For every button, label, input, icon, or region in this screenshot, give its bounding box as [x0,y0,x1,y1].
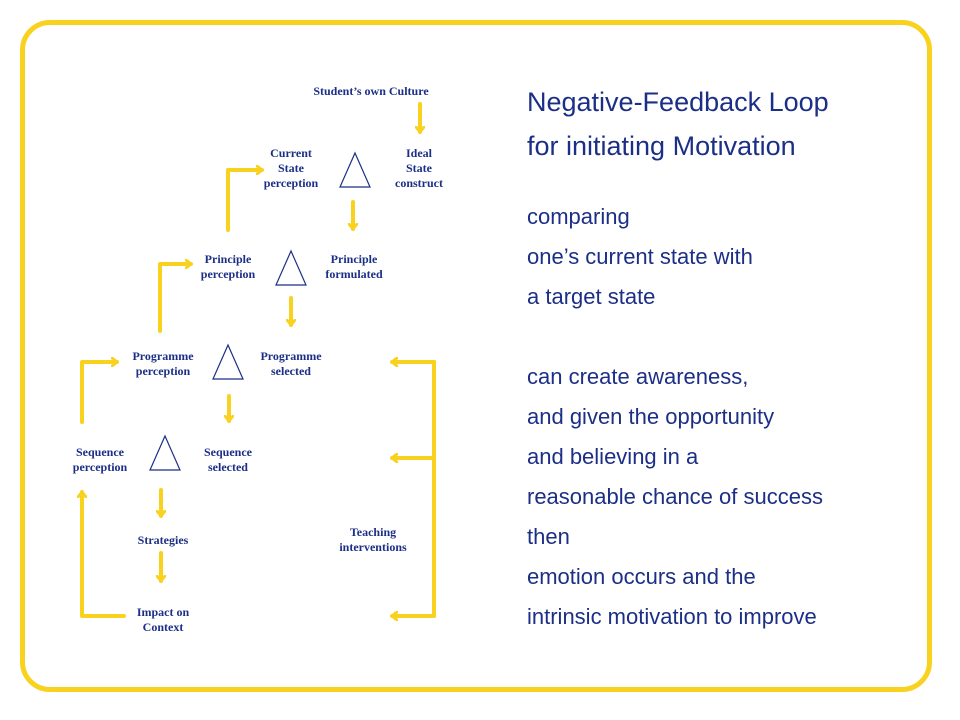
arrow-principle-to-current-state [226,170,264,232]
label-teaching-interventions: Teaching interventions [339,525,407,554]
title-line-2: for initiating Motivation [527,131,796,161]
label-students-own-culture: Student’s own Culture [313,84,429,98]
body-line-spacer [527,317,823,357]
body-line: emotion occurs and the [527,564,756,589]
title-line-1: Negative-Feedback Loop [527,87,829,117]
comparison-triangle-principle [275,249,307,286]
body-line: and believing in a [527,444,699,469]
label-sequence-selected: Sequence selected [204,445,252,474]
body-line: intrinsic motivation to improve [527,604,817,629]
arrow-sequence-to-programme-perception [80,362,119,424]
label-principle-formulated: Principle formulated [325,252,383,281]
comparison-triangle-state [339,151,371,188]
body-line: one’s current state with [527,244,753,269]
label-ideal-state-construct: Ideal State construct [395,146,443,190]
label-strategies: Strategies [137,533,189,547]
label-programme-selected: Programme selected [260,349,322,378]
body-line: and given the opportunity [527,404,775,429]
label-programme-perception: Programme perception [132,349,194,378]
body-line: can create awareness, [527,364,749,389]
body-line: a target state [527,284,656,309]
comparison-triangle-sequence [149,434,181,471]
label-current-state-perception: Current State perception [263,146,319,190]
label-sequence-perception: Sequence perception [72,445,128,474]
body-line: comparing [527,204,630,229]
body-line: then [527,524,570,549]
comparison-triangle-programme [212,343,244,380]
slide-frame [20,20,932,692]
slide-body-text: comparing one’s current state with a tar… [527,197,823,637]
body-line: reasonable chance of success [527,484,823,509]
arrow-programme-to-principle-perception [158,264,193,333]
slide-title: Negative-Feedback Loop for initiating Mo… [527,80,829,168]
arrow-impact-to-sequence-perception [82,490,126,618]
label-impact-on-context: Impact on Context [136,605,190,634]
label-principle-perception: Principle perception [200,252,256,281]
